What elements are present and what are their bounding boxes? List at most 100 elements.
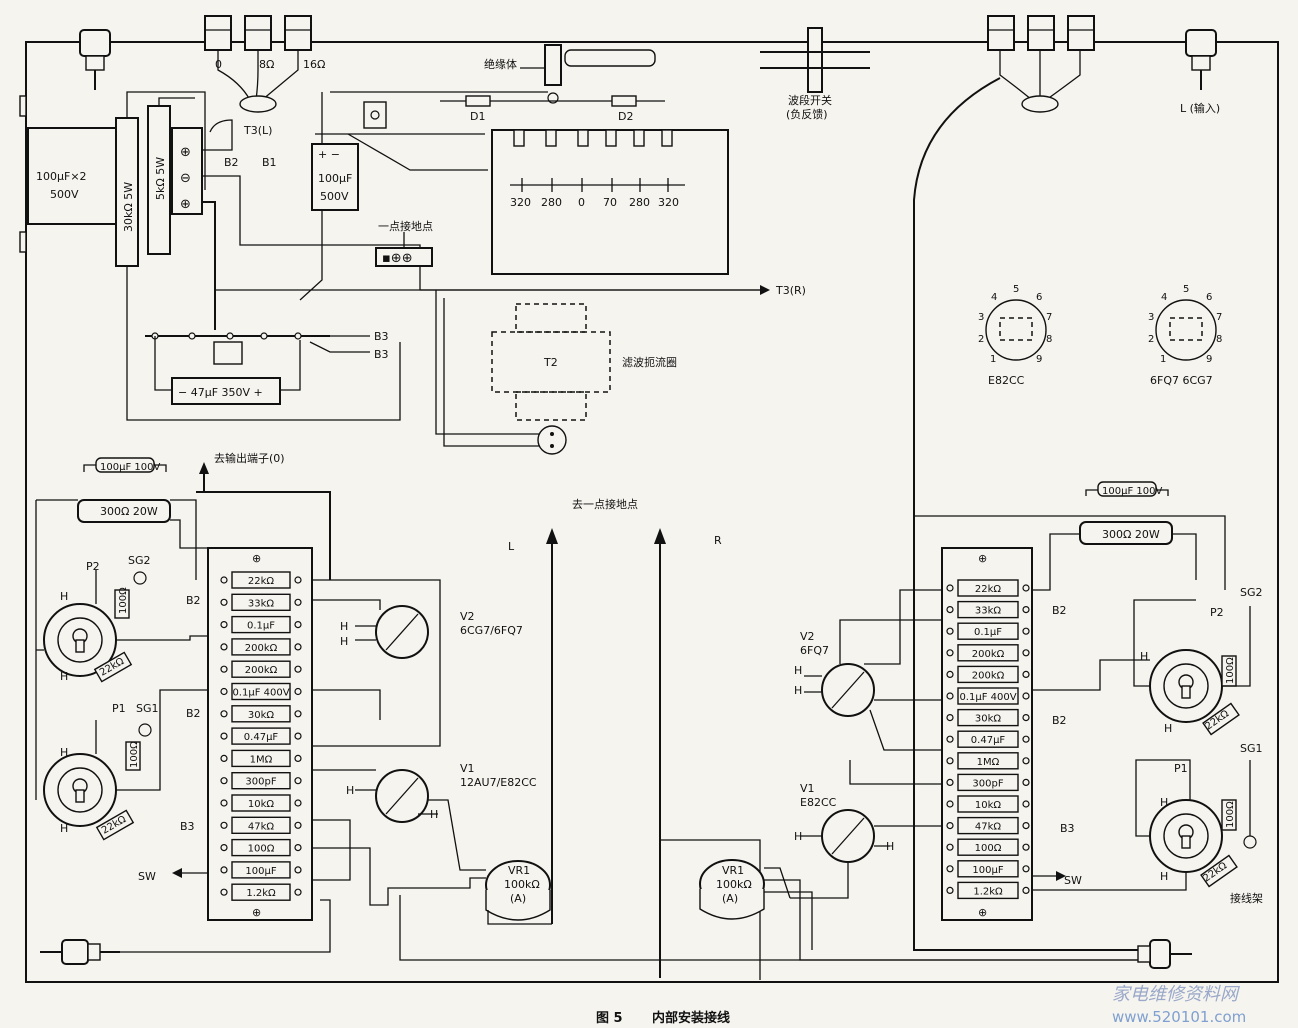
- r5k-label: 5kΩ 5W: [154, 157, 167, 200]
- jack-top-left: [79, 29, 111, 90]
- p2-label: P2: [86, 560, 100, 573]
- right-board-lug-10r: [1022, 800, 1030, 808]
- right-vr1-label: VR1: [722, 864, 744, 877]
- pin-3: 3: [978, 312, 984, 323]
- insulator-label: 绝缘体: [484, 57, 517, 71]
- left-board-part-4: [231, 660, 291, 678]
- svg-text:9: 9: [1206, 354, 1212, 365]
- left-board-part-8: [231, 749, 291, 768]
- right-board-lug-11r: [1022, 821, 1030, 830]
- t3l-label: T3(L): [243, 124, 272, 137]
- left-board-part-13: [231, 861, 291, 879]
- svg-text:H: H: [1160, 870, 1168, 883]
- svg-text:H: H: [60, 590, 68, 603]
- right-board-lug-5r: [1022, 692, 1030, 700]
- left-r300-label: 300Ω 20W: [100, 505, 158, 518]
- left-board-lug-8l: [220, 754, 228, 763]
- left-board-lug-3r: [294, 643, 302, 651]
- right-board-part-5: [957, 687, 1019, 705]
- left-board-part-3: [231, 638, 291, 656]
- right-sw: SW: [1064, 874, 1082, 887]
- cap-47uf: [171, 377, 281, 405]
- insulator-block: [520, 44, 656, 104]
- right-b2b: B2: [1052, 714, 1067, 727]
- main-filter-cap: [19, 95, 119, 253]
- right-p1-socket: [1032, 759, 1257, 891]
- left-board-part-14: [231, 883, 291, 901]
- left-v1-type: 12AU7/E82CC: [460, 776, 537, 789]
- right-board-lug-3r: [1022, 649, 1030, 657]
- cap100-value: 100μF: [318, 172, 352, 185]
- left-board-lug-5r: [294, 687, 302, 696]
- cap100-volt: 500V: [320, 190, 349, 203]
- pin-1: 1: [990, 354, 996, 365]
- b1-label: B1: [262, 156, 277, 169]
- right-board-value-12: 100Ω: [975, 843, 1002, 854]
- svg-text:5: 5: [1183, 284, 1189, 295]
- right-board-lug-3l: [946, 649, 954, 657]
- psu-resistors: [115, 91, 401, 421]
- sg1-label: SG1: [136, 702, 159, 715]
- svg-text:100Ω: 100Ω: [1225, 657, 1236, 684]
- tap-16: 16Ω: [303, 58, 325, 71]
- choke-t2: [435, 290, 611, 455]
- left-board-lug-2r: [294, 620, 302, 629]
- pin-9: 9: [1036, 354, 1042, 365]
- right-board-lug-0r: [1022, 584, 1030, 592]
- left-board-value-2: 0.1μF: [247, 621, 275, 632]
- right-sg2-label: SG2: [1240, 586, 1263, 599]
- left-board-lug-9r: [294, 777, 302, 785]
- t3r-arrow: [420, 285, 770, 295]
- left-board-lug-13r: [294, 866, 302, 874]
- right-board-lug-5l: [946, 692, 954, 700]
- svg-text:H: H: [60, 746, 68, 759]
- right-board-value-3: 200kΩ: [972, 649, 1005, 660]
- to-ground-label: 去一点接地点: [572, 498, 638, 511]
- right-board-lug-13r: [1022, 865, 1030, 873]
- svg-text:▪⊕⊕: ▪⊕⊕: [382, 251, 413, 266]
- svg-text:H: H: [1160, 796, 1168, 809]
- left-board-lug-4r: [294, 665, 302, 673]
- left-board-value-9: 300pF: [245, 777, 276, 788]
- svg-text:100Ω: 100Ω: [1225, 801, 1236, 828]
- jack-bottom-left: [40, 939, 120, 965]
- left-board-lug-2l: [220, 620, 228, 629]
- left-board-lug-5l: [220, 687, 228, 696]
- left-board-lug-12r: [294, 843, 302, 852]
- left-board-lug-7l: [220, 732, 228, 740]
- right-vr1: [699, 859, 1140, 961]
- pin-2: 2: [978, 334, 984, 345]
- b2-label: B2: [224, 156, 239, 169]
- right-output-resistor: [1026, 481, 1197, 591]
- right-board-value-10: 10kΩ: [975, 800, 1002, 811]
- e82cc-label: E82CC: [988, 374, 1025, 387]
- ground-point-label: 一点接地点: [378, 220, 433, 233]
- svg-text:H: H: [346, 784, 354, 797]
- left-board-lug-10l: [220, 799, 228, 807]
- p1-label: P1: [112, 702, 126, 715]
- left-board-lug-1r: [294, 598, 302, 606]
- svg-text:1: 1: [1160, 354, 1166, 365]
- ground-arrows: [487, 528, 761, 980]
- svg-text:⊕: ⊕: [180, 145, 191, 160]
- scale-320b: 320: [658, 196, 679, 209]
- figure-title: 内部安装接线: [652, 1010, 730, 1026]
- left-p2-socket: [36, 570, 147, 683]
- svg-text:7: 7: [1216, 312, 1222, 323]
- b3-label-a: B3: [374, 330, 389, 343]
- right-board-lug-13l: [946, 865, 954, 873]
- output-terminals-left: [204, 15, 312, 113]
- scale-0: 0: [578, 196, 585, 209]
- left-board-part-9: [231, 772, 291, 790]
- b3-rail: [145, 332, 370, 365]
- right-board-part-9: [957, 773, 1019, 792]
- right-board-lug-8l: [946, 757, 954, 765]
- left-sw: SW: [138, 870, 156, 883]
- right-v1-socket: [790, 760, 942, 899]
- diodes: [440, 95, 665, 107]
- scale-280b: 280: [629, 196, 650, 209]
- watermark-url: www.520101.com: [1112, 1008, 1246, 1026]
- right-board-value-9: 300pF: [972, 778, 1003, 789]
